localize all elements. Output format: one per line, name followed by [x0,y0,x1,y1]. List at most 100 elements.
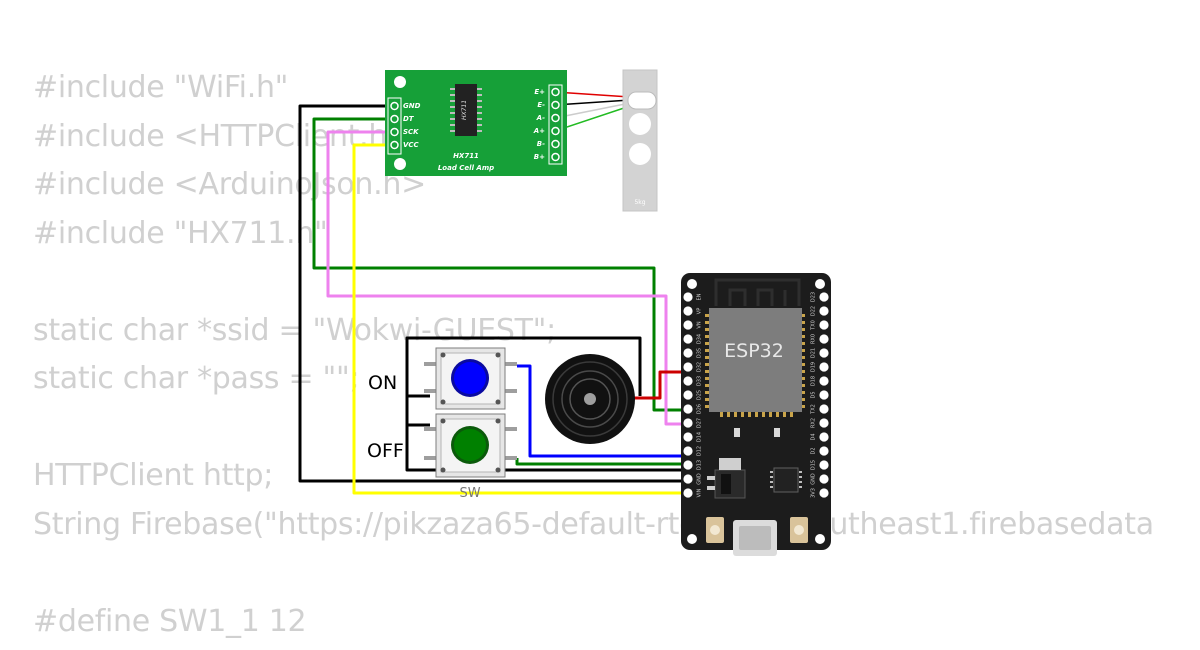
esp32-pin-vn[interactable] [683,320,692,329]
esp32-pin-label: D19 [811,362,817,372]
esp32-pin-vp[interactable] [683,306,692,315]
esp32-pin-en[interactable] [683,292,692,301]
esp32-pin-d25[interactable] [683,390,692,399]
esp32-pin-label: 3V3 [811,488,817,498]
pin-label: B- [537,140,545,148]
wire-buzzer-red[interactable] [628,372,688,398]
esp32-pin-label: D34 [697,334,703,344]
pin-label: VCC [403,141,420,149]
button-cap[interactable] [454,429,486,461]
esp32-pin-label: D21 [811,348,817,358]
esp32-pin-rx2[interactable] [819,418,828,427]
esp32-pin-label: RX2 [811,418,817,428]
esp32-pin-label: D33 [697,376,703,386]
mount-hole [815,534,825,544]
esp32-pin-label: D2 [811,447,817,454]
mount-hole [687,279,697,289]
esp32-pin-d35[interactable] [683,348,692,357]
esp32-board[interactable]: ESP32 [681,273,831,556]
esp32-pin-d4[interactable] [819,432,828,441]
mount-hole [394,158,406,170]
esp32-pin-label: EN [697,293,703,300]
esp32-pin-label: RX0 [811,334,817,344]
esp32-pin-d23[interactable] [819,292,828,301]
esp32-pin-label: D5 [811,391,817,398]
esp32-pin-label: D14 [697,432,703,442]
esp32-pin-label: D4 [811,433,817,440]
usb-port [733,520,777,556]
circuit-diagram: GND DT SCK VCC HX711 HX711 Load Cell Amp… [0,0,1200,630]
esp32-pin-d22[interactable] [819,306,828,315]
pin-label: SCK [403,128,419,136]
boot-button[interactable] [790,517,808,543]
esp32-pin-d14[interactable] [683,432,692,441]
esp32-pin-tx2[interactable] [819,404,828,413]
button-off[interactable] [424,414,517,477]
esp32-pin-d12[interactable] [683,446,692,455]
wire-button-common[interactable] [407,396,430,425]
mount-hole [815,279,825,289]
pin-label: E+ [534,88,545,96]
esp32-pin-d13[interactable] [683,460,692,469]
button-cap[interactable] [454,362,486,394]
esp32-pin-label: D26 [697,404,703,414]
esp32-pin-tx0[interactable] [819,320,828,329]
esp32-pin-gnd[interactable] [683,474,692,483]
esp32-pin-d32[interactable] [683,362,692,371]
esp32-pin-label: D18 [811,376,817,386]
esp32-pin-d27[interactable] [683,418,692,427]
esp32-pin-label: D35 [697,348,703,358]
load-cell-connector [628,92,656,109]
esp32-pin-d5[interactable] [819,390,828,399]
esp32-pin-d21[interactable] [819,348,828,357]
mount-hole [687,534,697,544]
esp32-pin-label: D12 [697,446,703,456]
pin-label: A- [536,114,545,122]
mount-hole [394,76,406,88]
load-cell-bar [623,70,657,211]
esp32-pin-label: VIN [697,488,703,497]
load-cell-hole [629,143,651,165]
esp32-pin-label: TX2 [811,404,817,415]
on-label: ON [368,372,397,394]
esp32-pin-d2[interactable] [819,446,828,455]
sw-label: SW [459,486,480,501]
esp32-pin-d26[interactable] [683,404,692,413]
usb-uart-chip [770,468,802,492]
wire-off-green[interactable] [517,458,688,464]
esp32-pin-label: D23 [811,292,817,302]
load-cell-hole [629,113,651,135]
buzzer-center [584,393,596,405]
esp32-pin-rx0[interactable] [819,334,828,343]
esp32-pin-d15[interactable] [819,460,828,469]
esp32-pin-d18[interactable] [819,376,828,385]
pin-label: B+ [534,153,545,161]
esp32-pin-gnd[interactable] [819,474,828,483]
esp32-pin-label: D22 [811,306,817,316]
esp32-pin-label: VP [697,308,703,314]
esp32-pin-label: D13 [697,460,703,470]
esp32-pin-label: D27 [697,418,703,428]
esp32-pin-label: D32 [697,362,703,372]
esp32-pin-label: GND [811,473,817,485]
esp32-pin-label: D15 [811,460,817,470]
pin-label: A+ [533,127,545,135]
en-button[interactable] [706,517,724,543]
esp32-pin-3v3[interactable] [819,488,828,497]
hx711-title: HX711 [453,152,479,160]
load-cell[interactable]: 5kg [623,70,657,211]
off-label: OFF [367,440,404,462]
esp32-label: ESP32 [724,340,784,362]
pin-label: E- [537,101,545,109]
pin-label: DT [403,115,415,123]
esp32-pin-label: TX0 [811,320,817,331]
hx711-module[interactable]: GND DT SCK VCC HX711 HX711 Load Cell Amp… [385,70,567,176]
hx711-subtitle: Load Cell Amp [438,164,494,172]
esp32-pin-vin[interactable] [683,488,692,497]
esp32-pin-d19[interactable] [819,362,828,371]
esp32-pin-label: GND [697,473,703,485]
buzzer[interactable] [545,354,635,444]
button-on[interactable] [424,348,517,409]
esp32-pin-d34[interactable] [683,334,692,343]
esp32-pin-d33[interactable] [683,376,692,385]
